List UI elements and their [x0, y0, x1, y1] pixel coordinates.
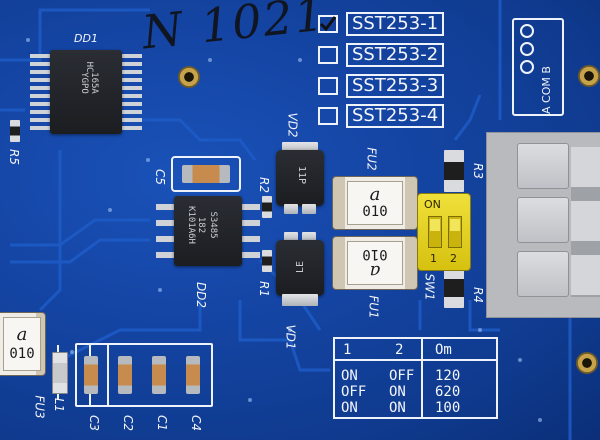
ref-r5: R5 — [6, 149, 21, 165]
ref-fu3: FU3 — [32, 395, 47, 419]
capacitor-c1 — [152, 356, 166, 394]
mounting-hole — [178, 66, 200, 88]
dip-switch-sw1[interactable]: ON 1 2 — [418, 194, 470, 270]
resistor-r5 — [10, 120, 20, 142]
dip-toggle-2[interactable] — [448, 216, 462, 248]
ref-sw1: SW1 — [422, 273, 437, 301]
table-cell: ON — [341, 400, 358, 416]
ref-c4: C4 — [189, 414, 204, 432]
fu2-value: 010 — [362, 204, 388, 220]
table-cell: OFF — [389, 368, 415, 384]
resistor-r1 — [262, 250, 272, 272]
resistor-r2 — [262, 196, 272, 218]
table-cell: OFF — [341, 384, 367, 400]
variant-label-4: SST253-4 — [346, 104, 445, 128]
ref-l1: L1 — [52, 397, 67, 413]
fuse-fu2: a 010 — [332, 176, 418, 230]
ref-c2: C2 — [121, 414, 136, 432]
terminal-lever-com[interactable] — [517, 197, 569, 243]
connector-label: A COM B — [540, 66, 553, 114]
mounting-hole — [578, 65, 600, 87]
ref-c3: C3 — [87, 414, 102, 432]
table-cell: ON — [341, 368, 358, 384]
ref-r1: R1 — [256, 281, 271, 297]
resistor-r4 — [444, 268, 464, 308]
variant-label-1: SST253-1 — [346, 12, 445, 36]
dip-toggle-1[interactable] — [428, 216, 442, 248]
fuse-fu1: a 010 — [332, 236, 418, 290]
ref-c1: C1 — [155, 414, 170, 432]
pin-circle-icon — [520, 42, 534, 56]
inductor-l1 — [52, 352, 68, 394]
variant-checkbox-2[interactable] — [318, 46, 338, 64]
dip-pos-2: 2 — [450, 252, 457, 265]
pin-circle-icon — [520, 60, 534, 74]
ref-dd2: DD2 — [194, 281, 209, 309]
vd2-marking: 11P — [296, 165, 307, 185]
dd2-marking-2: 182 — [196, 216, 206, 234]
table-header-3: Om — [435, 342, 452, 358]
ref-r3: R3 — [470, 163, 485, 179]
table-cell: 100 — [435, 400, 461, 416]
ref-dd1: DD1 — [74, 32, 98, 45]
table-cell: 120 — [435, 368, 461, 384]
table-header-1: 1 — [343, 342, 352, 358]
dd2-marking-3: K101A6H — [186, 206, 196, 244]
variant-label-2: SST253-2 — [346, 43, 445, 67]
ref-c5: C5 — [153, 168, 168, 186]
ref-fu2: FU2 — [364, 147, 379, 171]
variant-checkbox-3[interactable] — [318, 77, 338, 95]
dip-resistance-table: 1 2 Om ON OFF 120 OFF ON 620 ON ON 100 — [333, 337, 498, 419]
fu2-glyph: a — [369, 184, 381, 205]
dip-pos-1: 1 — [430, 252, 437, 265]
variant-checkbox-4[interactable] — [318, 107, 338, 125]
fu1-glyph: a — [369, 261, 381, 282]
capacitor-c3 — [84, 356, 98, 394]
variant-checkbox-1[interactable] — [318, 15, 338, 33]
table-cell: 620 — [435, 384, 461, 400]
fuse-fu3: a 010 — [0, 312, 46, 376]
dd1-marking-3: YGPO — [79, 72, 89, 94]
connector-marking: A COM B — [512, 18, 564, 116]
terminal-lever-b[interactable] — [517, 251, 569, 297]
ref-vd1: VD1 — [283, 324, 298, 350]
terminal-block — [486, 132, 600, 318]
fu3-value: 010 — [9, 346, 35, 362]
variant-label-3: SST253-3 — [346, 74, 445, 98]
pin-circle-icon — [520, 24, 534, 38]
vd1-marking: LE — [295, 260, 306, 274]
mounting-hole — [576, 352, 598, 374]
ref-r4: R4 — [470, 287, 485, 303]
dd2-marking-1: S3485 — [208, 211, 218, 239]
dd1-marking-2: 165A — [89, 72, 99, 94]
resistor-r3 — [444, 150, 464, 192]
dip-on-label: ON — [424, 198, 441, 211]
capacitor-c2 — [118, 356, 132, 394]
ref-fu1: FU1 — [366, 295, 381, 319]
table-cell: ON — [389, 400, 406, 416]
fu3-glyph: a — [16, 324, 28, 345]
fu1-value: 010 — [362, 246, 388, 262]
check-mark-icon — [319, 16, 337, 32]
capacitor-c4 — [186, 356, 200, 394]
terminal-lever-a[interactable] — [517, 143, 569, 189]
capacitor-c5 — [182, 165, 230, 183]
ref-r2: R2 — [256, 177, 271, 193]
ref-vd2: VD2 — [285, 112, 300, 138]
table-cell: ON — [389, 384, 406, 400]
table-header-2: 2 — [395, 342, 404, 358]
